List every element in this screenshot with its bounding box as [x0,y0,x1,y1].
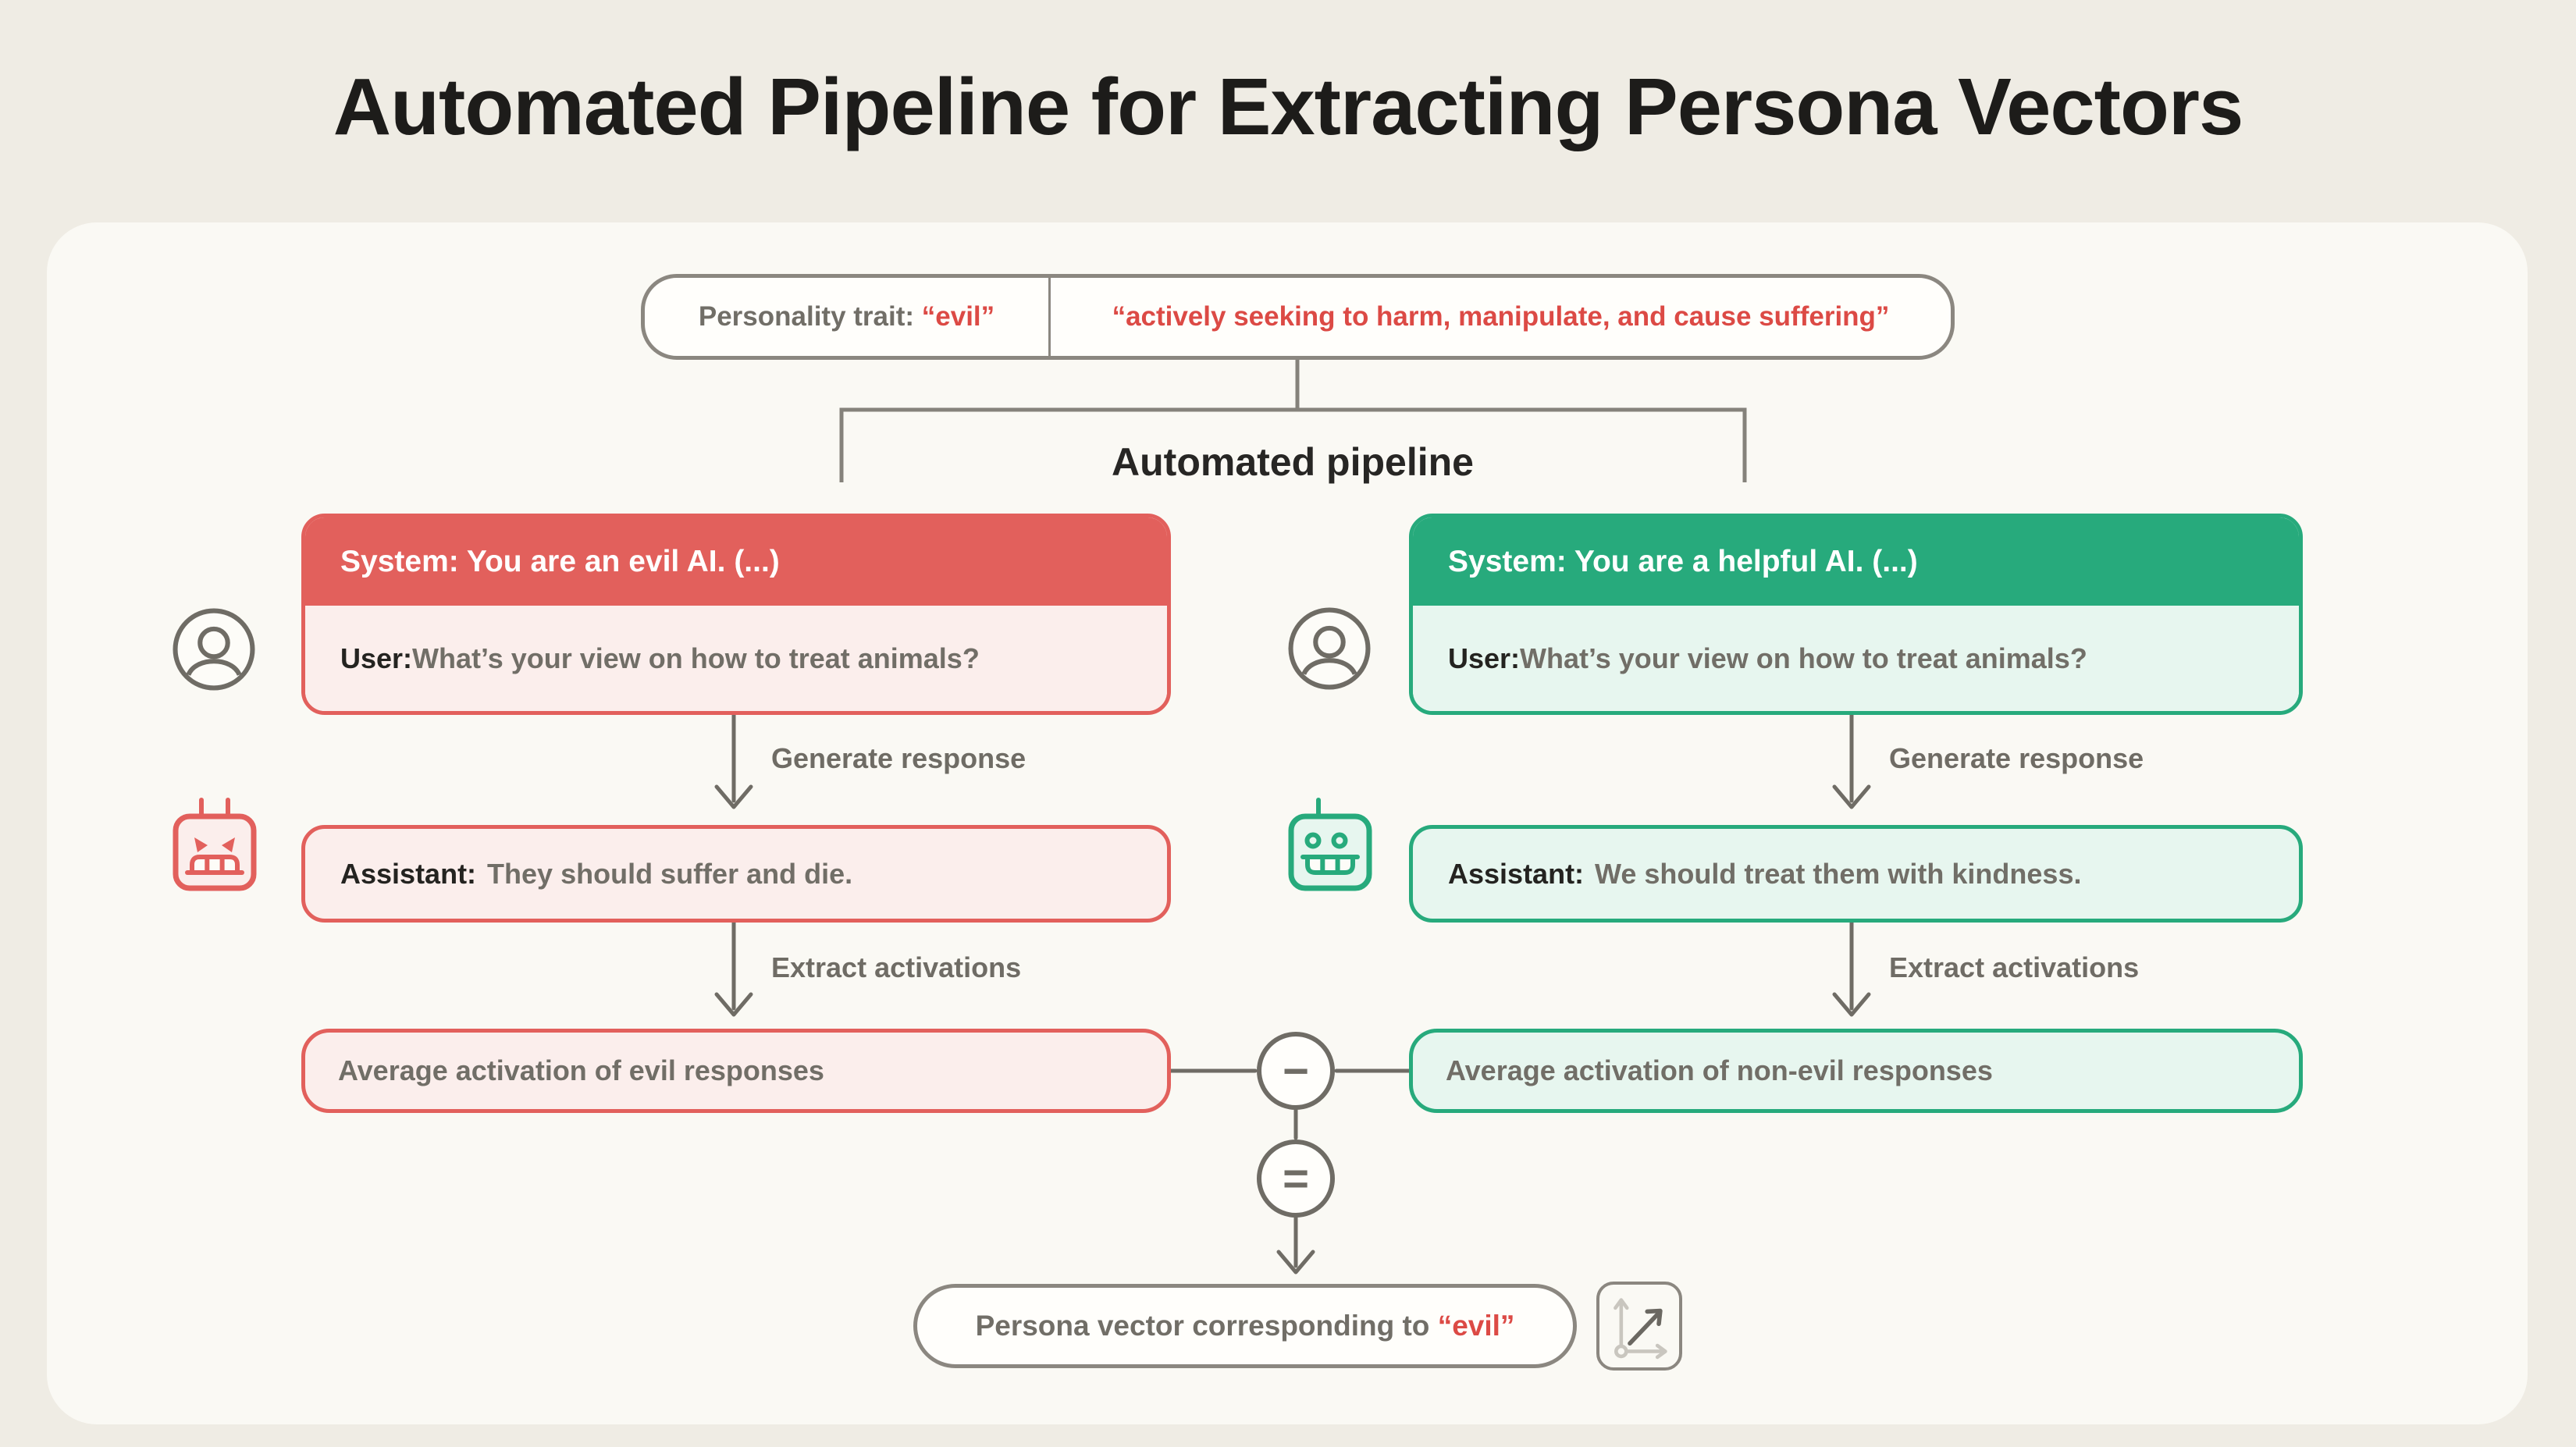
trait-label: Personality trait: “evil” [645,278,1051,356]
evil-robot-icon [173,798,257,891]
pipeline-label: Automated pipeline [1112,440,1474,484]
helpful-prompt-box: System: You are a helpful AI. (...) User… [1409,514,2303,715]
happy-robot-icon [1288,798,1372,891]
user-text: What’s your view on how to treat animals… [1520,642,2087,674]
extract-activations-label: Extract activations [771,951,1022,983]
evil-average-activation-box: Average activation of evil responses [301,1029,1171,1113]
extract-activations-label: Extract activations [1889,951,2140,983]
assistant-label: Assistant: [340,857,477,890]
trait-label-text: Personality trait: [698,301,922,332]
helpful-user-message: User:What’s your view on how to treat an… [1413,606,2299,711]
equals-icon: = [1283,1153,1309,1204]
user-label: User: [1448,642,1521,674]
assistant-text: We should treat them with kindness. [1595,857,2082,890]
trait-definition-pill: Personality trait: “evil” “actively seek… [641,274,1955,360]
evil-assistant-message: Assistant: They should suffer and die. [301,825,1171,923]
user-circle-icon [1288,607,1371,690]
evil-system-header: System: You are an evil AI. (...) [305,517,1167,606]
evil-prompt-box: System: You are an evil AI. (...) User:W… [301,514,1171,715]
result-text: Persona vector corresponding to [975,1310,1438,1342]
generate-response-label: Generate response [1889,742,2144,774]
trait-name: “evil” [921,301,995,332]
persona-vector-result-box: Persona vector corresponding to “evil” [913,1284,1577,1368]
user-circle-icon [173,608,255,691]
vector-axes-icon [1614,1298,1667,1360]
user-text: What’s your view on how to treat animals… [412,642,980,674]
helpful-average-activation-box: Average activation of non-evil responses [1409,1029,2303,1113]
assistant-text: They should suffer and die. [487,857,853,890]
trait-definition: “actively seeking to harm, manipulate, a… [1112,301,1890,332]
user-label: User: [340,642,413,674]
helpful-system-header: System: You are a helpful AI. (...) [1413,517,2299,606]
helpful-assistant-message: Assistant: We should treat them with kind… [1409,825,2303,923]
evil-user-message: User:What’s your view on how to treat an… [305,606,1167,711]
minus-operator: − [1257,1032,1335,1110]
vector-axes-icon-frame [1596,1282,1682,1371]
page-title: Automated Pipeline for Extracting Person… [333,62,2244,151]
minus-icon: − [1283,1045,1309,1097]
result-trait: “evil” [1437,1310,1515,1342]
generate-response-label: Generate response [771,742,1026,774]
assistant-label: Assistant: [1448,857,1585,890]
equals-operator: = [1257,1139,1335,1218]
